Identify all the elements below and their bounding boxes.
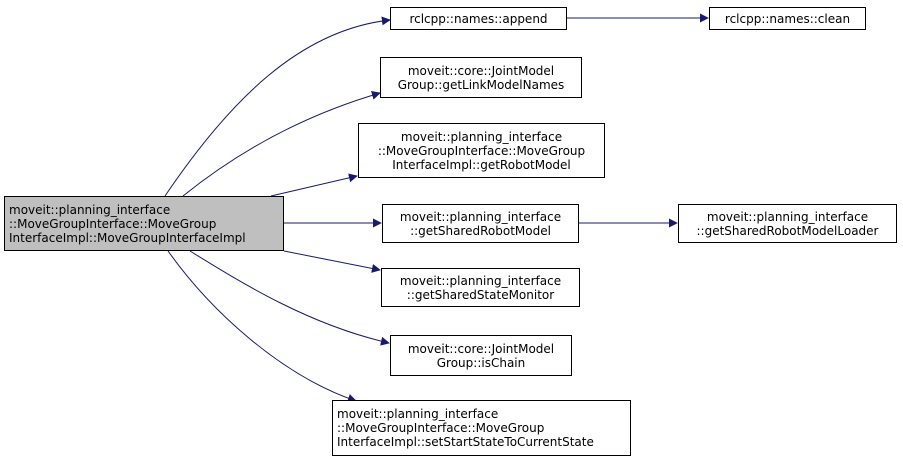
node-label-line: InterfaceImpl::setStartStateToCurrentSta… <box>337 435 594 449</box>
node-label-line: InterfaceImpl::getRobotModel <box>392 157 571 172</box>
node-names-clean[interactable]: rclcpp::names::clean <box>709 7 866 30</box>
edge-root-to-set-start-state <box>167 250 357 403</box>
node-label-line: moveit::planning_interface <box>706 209 869 224</box>
node-label-line: Group::isChain <box>436 355 526 370</box>
node-label-line: moveit::core::JointModel <box>407 63 555 78</box>
node-get-robot-model[interactable]: moveit::planning_interface ::MoveGroupIn… <box>358 123 605 178</box>
edge-root-to-get-link-model-names <box>182 90 381 197</box>
node-label-line: ::getSharedRobotModel <box>410 223 551 238</box>
node-label-line: ::MoveGroupInterface::MoveGroup <box>9 216 217 231</box>
node-label: rclcpp::names::clean <box>724 11 851 26</box>
node-is-chain[interactable]: moveit::core::JointModel Group::isChain <box>390 335 572 376</box>
node-label-line: moveit::planning_interface <box>337 407 499 421</box>
node-label: rclcpp::names::append <box>409 11 548 26</box>
node-get-shared-state-monitor[interactable]: moveit::planning_interface ::getSharedSt… <box>381 268 580 307</box>
node-label-line: Group::getLinkModelNames <box>397 77 565 92</box>
node-label-line: ::getSharedRobotModelLoader <box>696 223 879 238</box>
node-label-line: ::MoveGroupInterface::MoveGroup <box>337 421 545 435</box>
edge-root-to-names-append <box>164 16 391 197</box>
node-label-line: ::getSharedStateMonitor <box>406 287 555 302</box>
node-label-line: moveit::planning_interface <box>399 209 562 224</box>
node-names-append[interactable]: rclcpp::names::append <box>390 7 567 30</box>
node-label-line: ::MoveGroupInterface::MoveGroup <box>377 143 586 158</box>
edge-root-to-get-shared-state-monitor <box>283 250 381 273</box>
node-set-start-state-to-current-state[interactable]: moveit::planning_interface ::MoveGroupIn… <box>332 400 631 456</box>
node-label-line: InterfaceImpl::MoveGroupInterfaceImpl <box>9 230 246 245</box>
node-get-shared-robot-model[interactable]: moveit::planning_interface ::getSharedRo… <box>382 204 579 243</box>
edge-root-to-is-chain <box>189 250 390 346</box>
node-move-group-interface-impl-constructor: moveit::planning_interface ::MoveGroupIn… <box>4 196 284 251</box>
node-label-line: moveit::planning_interface <box>9 202 171 217</box>
node-label-line: moveit::planning_interface <box>399 273 562 288</box>
node-get-shared-robot-model-loader[interactable]: moveit::planning_interface ::getSharedRo… <box>678 204 897 243</box>
node-label-line: moveit::core::JointModel <box>407 341 555 356</box>
node-get-link-model-names[interactable]: moveit::core::JointModel Group::getLinkM… <box>380 57 582 98</box>
node-label-line: moveit::planning_interface <box>400 129 563 144</box>
edge-root-to-get-robot-model <box>270 173 358 197</box>
